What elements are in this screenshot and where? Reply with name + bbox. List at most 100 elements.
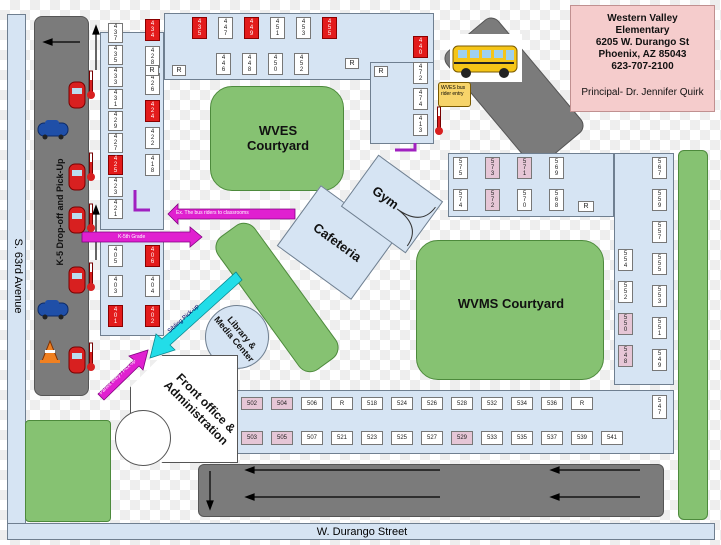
k5-arrow-label: K-5th Grade [118,234,146,240]
classroom: 4 2 2 [145,127,160,149]
classroom: 4 4 0 [413,36,428,58]
classroom: 535 [511,431,533,445]
thermometer-icon [87,262,95,291]
classroom: 4 3 5 [108,45,123,65]
bus-rider-entry-text: WVES bus rider entry [441,85,466,97]
classroom: 5 4 7 [652,395,667,419]
car-icon [37,300,69,320]
thermometer-icon [87,203,95,232]
classroom: 4 2 4 [145,100,160,122]
classroom: 5 6 8 [549,189,564,211]
classroom: 4 5 5 [322,17,337,39]
classroom: 529 [451,431,473,445]
classroom: 4 2 6 [145,73,160,95]
classroom: 4 4 6 [216,53,231,75]
thermometer-icon [435,106,443,135]
classroom: 5 5 3 [652,285,667,307]
classroom: 4 0 3 [108,275,123,297]
thermometer-icon [87,70,95,99]
classroom: 5 5 0 [618,313,633,335]
classroom: 4 7 2 [413,62,428,84]
classroom: 4 1 3 [413,114,428,136]
car-icon [68,206,86,234]
classroom: 5 6 7 [652,157,667,179]
classroom: 5 5 5 [652,253,667,275]
classroom: 5 5 4 [618,249,633,271]
front-office-circle [115,410,171,466]
classroom: 507 [301,431,323,445]
classroom: R [331,397,353,410]
classroom: 527 [421,431,443,445]
classroom: 525 [391,431,413,445]
classroom: 4 5 3 [296,17,311,39]
classroom: 505 [271,431,293,445]
classroom: 4 3 4 [145,19,160,41]
bus-riders-arrow-label: Ex. The bus riders to classrooms [176,210,249,216]
restroom-marker: R [145,65,159,76]
south-parking-lot [198,464,664,517]
classroom: 4 0 5 [108,245,123,267]
classroom: 526 [421,397,443,410]
classroom: 541 [601,431,623,445]
classroom: 528 [451,397,473,410]
classroom: 523 [361,431,383,445]
classroom: 4 0 4 [145,275,160,297]
classroom: 533 [481,431,503,445]
w-durango-street-road: W. Durango Street [7,523,715,540]
classroom: 4 7 4 [413,88,428,110]
classroom: 4 3 3 [108,67,123,87]
classroom: 4 2 7 [108,133,123,153]
classroom: 4 5 2 [294,53,309,75]
classroom: 539 [571,431,593,445]
classroom: 5 5 7 [652,221,667,243]
bus-area [450,34,522,82]
classroom: 536 [541,397,563,410]
classroom: 4 3 7 [108,23,123,43]
restroom-marker: R [172,65,186,76]
classroom: 524 [391,397,413,410]
classroom: 4 2 5 [108,155,123,175]
restroom-marker: R [374,66,388,77]
thermometer-icon [87,152,95,181]
gym-court-lines [396,206,436,247]
school-city: Phoenix, AZ 85043 [598,49,687,60]
school-principal: Principal- Dr. Jennifer Quirk [581,87,704,98]
school-name: Western Valley Elementary [607,13,678,36]
car-icon [68,266,86,294]
classroom: 521 [331,431,353,445]
classroom: 504 [271,397,293,410]
classroom: 503 [241,431,263,445]
car-icon [37,120,69,140]
southwest-green-area [25,420,111,522]
classroom: 537 [541,431,563,445]
classroom: 4 0 1 [108,305,123,327]
classroom: 5 7 2 [485,189,500,211]
classroom: 4 4 9 [244,17,259,39]
classroom: R [571,397,593,410]
car-icon [68,346,86,374]
classroom: 5 4 8 [618,345,633,367]
east-green-strip [678,150,708,520]
school-street: 6205 W. Durango St [595,37,690,48]
classroom: 4 2 3 [108,177,123,197]
restroom-marker: R [578,201,594,212]
wvms-courtyard: WVMS Courtyard [416,240,604,380]
classroom: 534 [511,397,533,410]
school-phone: 623-707-2100 [611,61,674,72]
classroom: 5 5 1 [652,317,667,339]
classroom: 5 7 0 [517,189,532,211]
classroom: 4 4 7 [218,17,233,39]
bus-rider-entry-note: WVES bus rider entry [438,82,471,107]
classroom: 5 7 1 [517,157,532,179]
classroom: 5 7 4 [453,189,468,211]
classroom: 4 5 0 [268,53,283,75]
thermometer-icon [87,342,95,371]
traffic-cone-icon [40,340,60,363]
school-info-box: Western Valley Elementary 6205 W. Durang… [570,5,715,112]
wves-courtyard: WVES Courtyard [210,86,344,191]
classroom: 5 5 2 [618,281,633,303]
restroom-marker: R [345,58,359,69]
classroom: 4 0 2 [145,305,160,327]
classroom: 5 6 9 [549,157,564,179]
